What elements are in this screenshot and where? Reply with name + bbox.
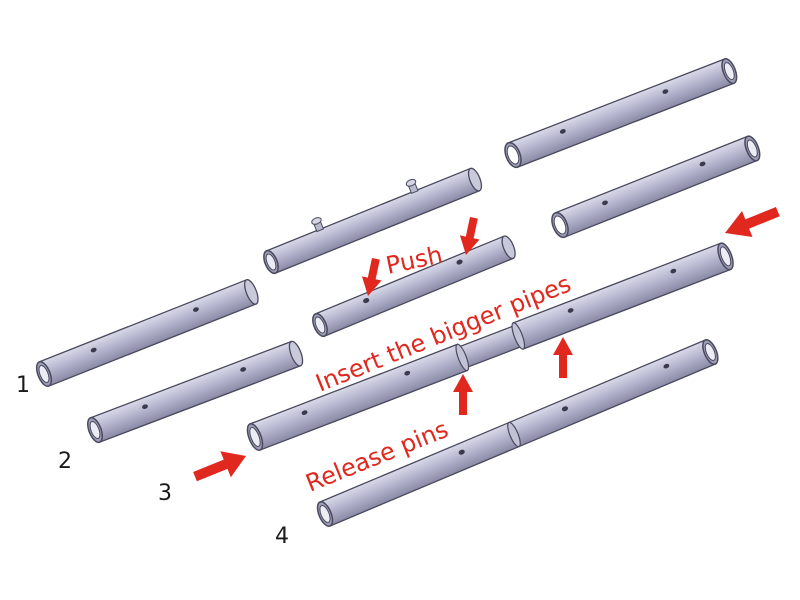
pipe-row1-b [263,167,483,275]
pipe-row2-c [551,135,761,239]
push-arrow-right [459,216,480,255]
pipe-row2-a [86,340,304,444]
insert-arrow-left [193,451,246,482]
push-arrow-left [361,257,382,296]
step-number-1: 1 [16,373,30,398]
step-number-4: 4 [275,524,289,549]
release-arrow-left [453,374,473,415]
pipe-row1-c [504,58,738,169]
pipe-row1-a [35,278,259,388]
insert-arrow-right [725,207,780,237]
release-arrow-right [553,337,573,378]
step-number-3: 3 [158,481,172,506]
pipe-row2-b [312,235,516,338]
pipe-row3-assembled [246,242,734,451]
pipe-row4-assembled [316,339,719,527]
step-number-2: 2 [58,449,72,474]
